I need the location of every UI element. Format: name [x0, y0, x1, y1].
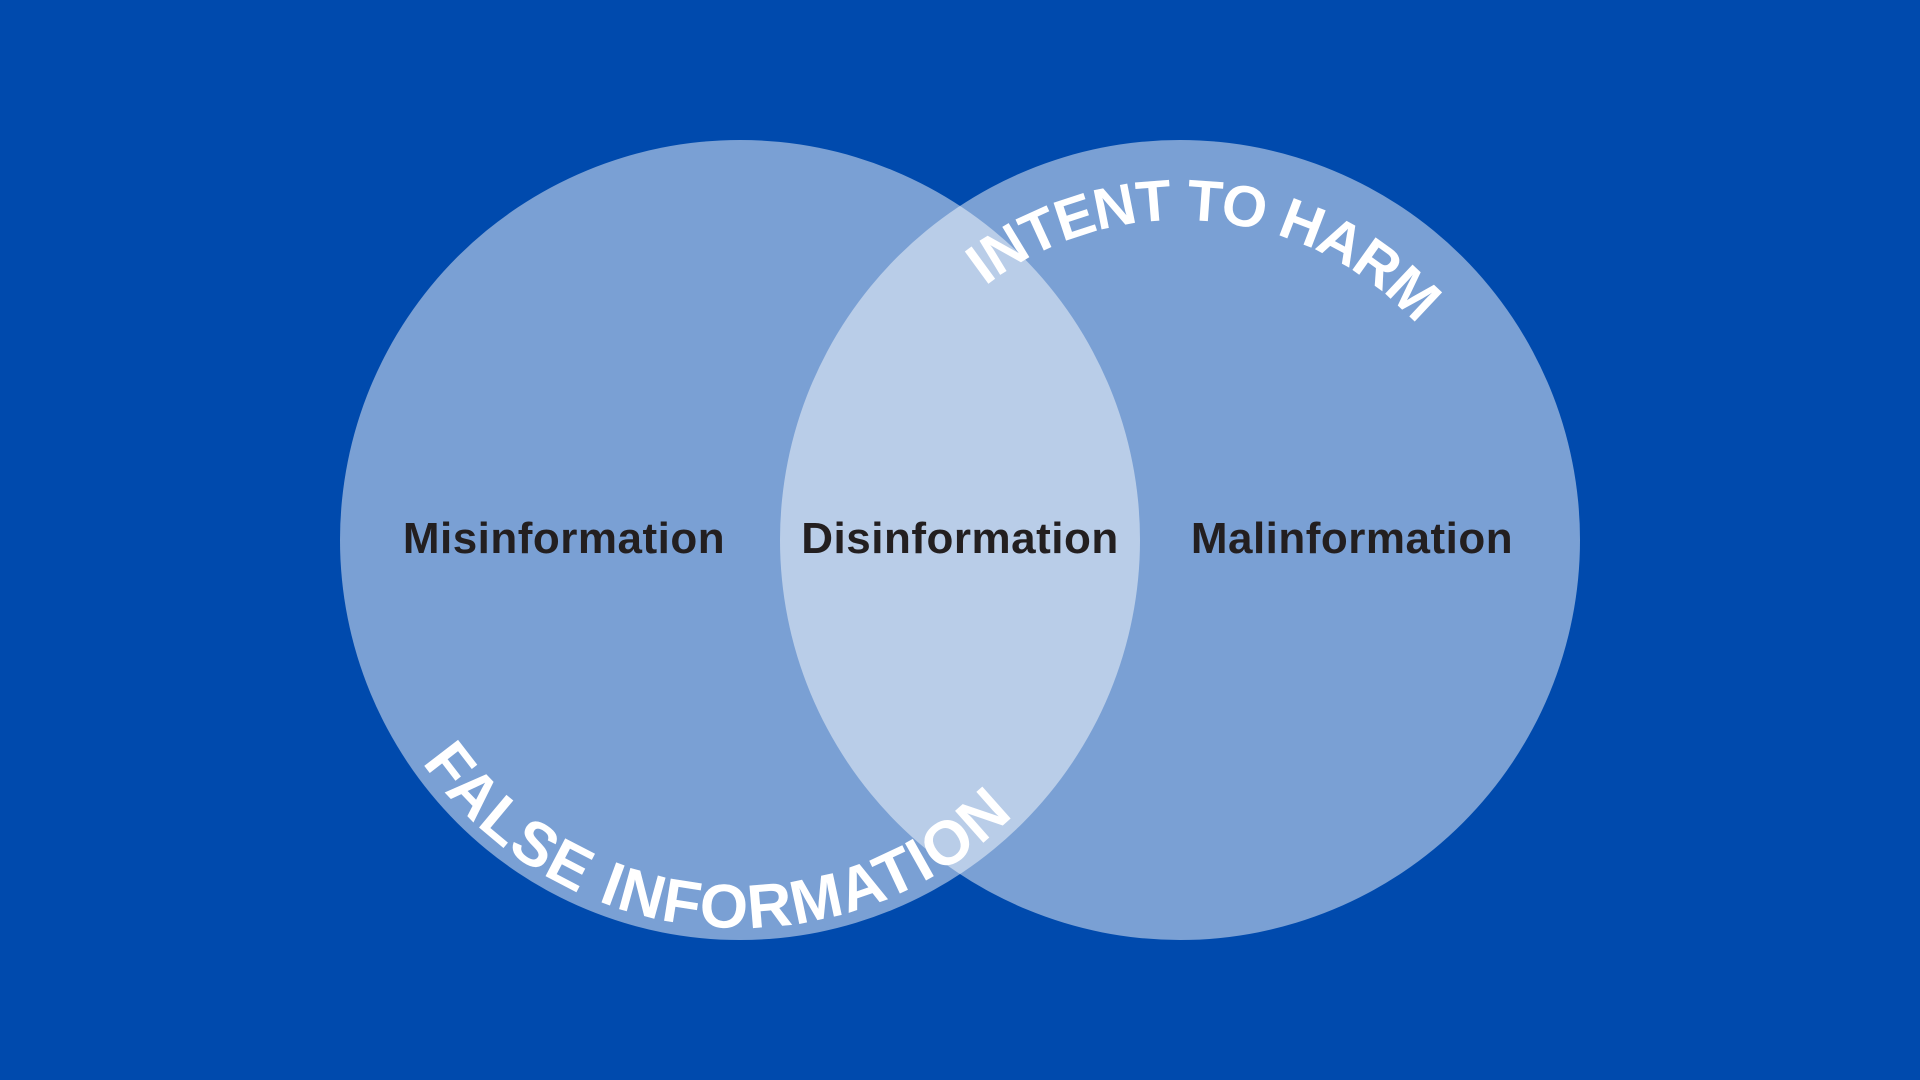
false-information-circle	[340, 140, 1140, 940]
misinformation-label: Misinformation	[403, 514, 725, 563]
intent-to-harm-circle	[780, 140, 1580, 940]
venn-circles	[340, 140, 1580, 940]
malinformation-label: Malinformation	[1191, 514, 1513, 563]
disinformation-label: Disinformation	[801, 514, 1118, 563]
